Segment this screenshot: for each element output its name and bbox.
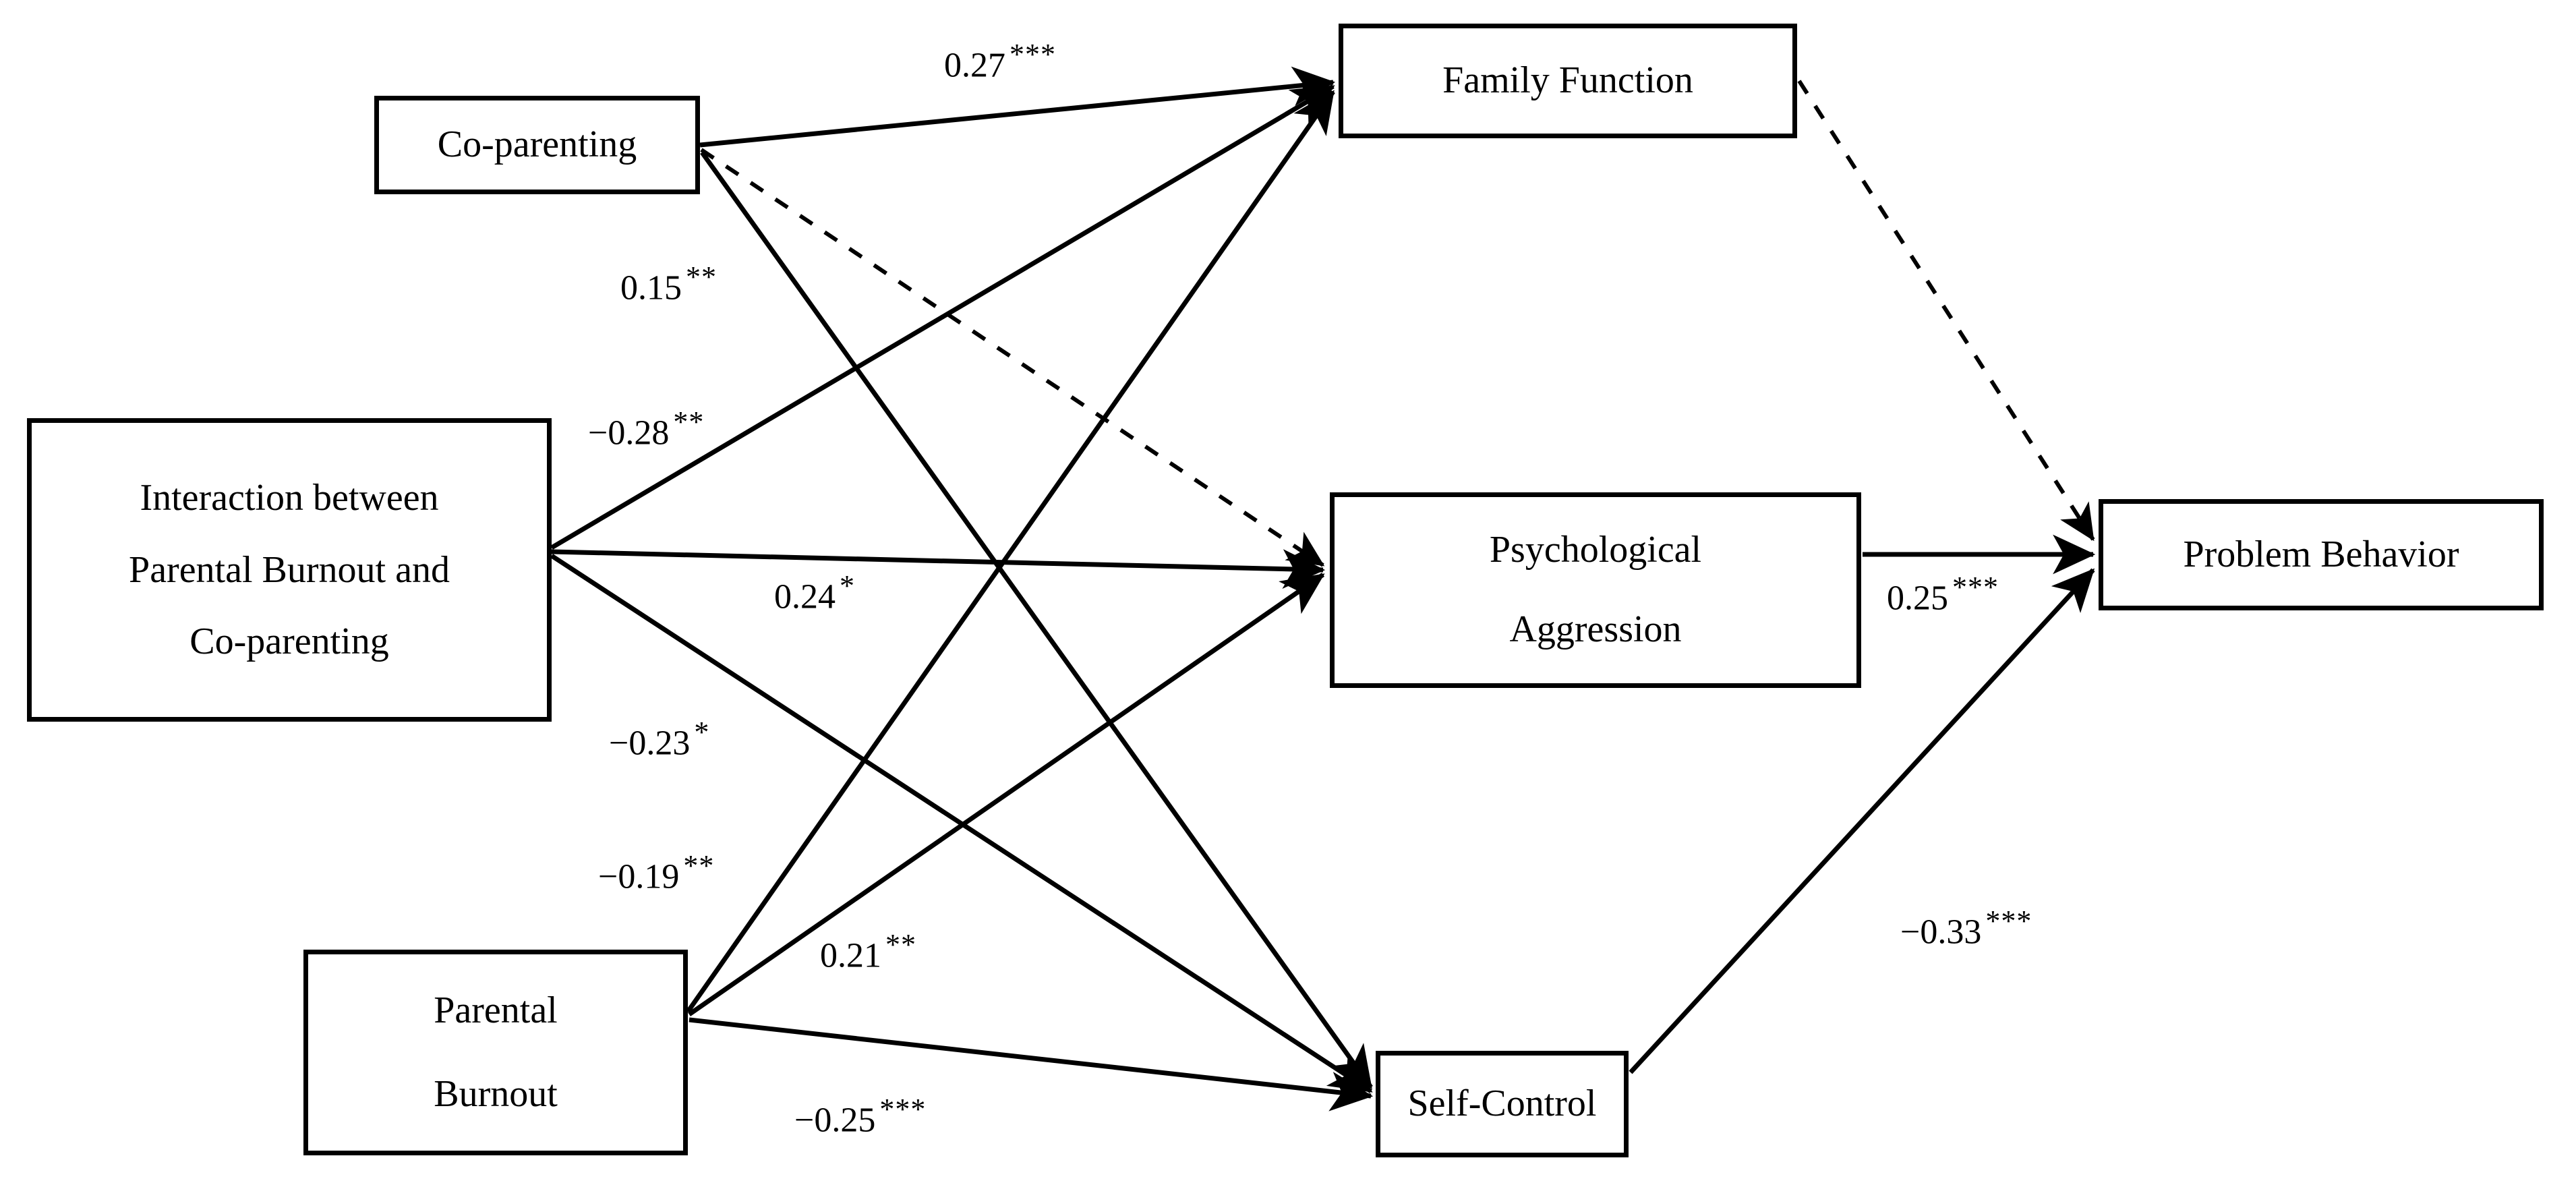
node-label-line-2: Parental Burnout and xyxy=(129,548,450,591)
significance-stars: * xyxy=(840,569,855,602)
node-problem-behavior[interactable]: Problem Behavior xyxy=(2099,499,2544,610)
edge-label-selfcontrol-to-problem-behavior: −0.33*** xyxy=(1900,904,2032,952)
edge-parentalburnout-to-family-function xyxy=(686,90,1335,1014)
coefficient-value: −0.33 xyxy=(1900,913,1982,952)
edge-label-coparenting-to-family-function: 0.27*** xyxy=(944,37,1056,85)
edge-coparenting-to-psychological-aggression xyxy=(700,148,1325,567)
node-label-line-1: Psychological xyxy=(1489,529,1702,571)
coefficient-value: −0.19 xyxy=(598,857,680,896)
node-label: Family Function xyxy=(1442,59,1693,102)
edge-coparenting-to-self-control xyxy=(700,150,1373,1089)
significance-stars: *** xyxy=(1952,571,1999,604)
significance-stars: *** xyxy=(1985,904,2032,937)
node-self-control[interactable]: Self-Control xyxy=(1376,1051,1629,1157)
edge-label-interaction-to-family-function: −0.28** xyxy=(588,405,704,453)
node-label-line-2: Burnout xyxy=(434,1072,558,1115)
edge-label-psychologicalaggression-to-problem-behavior: 0.25*** xyxy=(1887,570,1999,618)
coefficient-value: −0.23 xyxy=(609,724,691,763)
significance-stars: ** xyxy=(686,260,717,293)
node-family-function[interactable]: Family Function xyxy=(1339,24,1797,138)
significance-stars: ** xyxy=(683,849,715,882)
edge-label-parentalburnout-to-family-function: −0.19** xyxy=(598,848,714,896)
edge-label-interaction-to-self-control: −0.23* xyxy=(609,715,709,763)
coefficient-value: −0.25 xyxy=(794,1101,876,1140)
edge-coparenting-to-family-function xyxy=(699,66,1336,148)
significance-stars: ** xyxy=(673,405,705,438)
edge-label-coparenting-to-self-control: 0.15** xyxy=(620,260,717,308)
node-label: Self-Control xyxy=(1407,1083,1597,1125)
node-label-line-1: Parental xyxy=(434,989,558,1032)
node-psychological-aggression[interactable]: Psychological Aggression xyxy=(1330,492,1861,688)
coefficient-value: 0.24 xyxy=(774,577,836,616)
coefficient-value: 0.15 xyxy=(620,268,682,308)
node-label-line-3: Co-parenting xyxy=(189,621,389,663)
significance-stars: *** xyxy=(1009,38,1056,71)
node-label: Problem Behavior xyxy=(2183,533,2459,575)
edge-label-parentalburnout-to-self-control: −0.25*** xyxy=(794,1092,926,1140)
node-label-line-2: Aggression xyxy=(1509,608,1682,650)
coefficient-value: −0.28 xyxy=(588,413,670,453)
edge-interaction-to-psychological-aggression xyxy=(551,549,1326,589)
coefficient-value: 0.25 xyxy=(1887,579,1948,618)
significance-stars: ** xyxy=(885,928,916,961)
node-interaction[interactable]: Interaction between Parental Burnout and… xyxy=(27,418,552,722)
coefficient-value: 0.27 xyxy=(944,46,1005,85)
significance-stars: * xyxy=(694,716,710,749)
edge-selfcontrol-to-problem-behavior xyxy=(1629,568,2095,1074)
node-co-parenting[interactable]: Co-parenting xyxy=(374,96,700,194)
edge-parentalburnout-to-psychological-aggression xyxy=(688,573,1325,1016)
edge-familyfunction-to-problem-behavior xyxy=(1797,80,2095,542)
edge-interaction-to-family-function xyxy=(550,84,1335,550)
edge-parentalburnout-to-self-control xyxy=(689,1017,1374,1112)
edge-label-parentalburnout-to-psychological-aggression: 0.21** xyxy=(820,927,916,975)
node-label: Co-parenting xyxy=(437,123,637,166)
significance-stars: *** xyxy=(879,1093,927,1126)
coefficient-value: 0.21 xyxy=(820,936,881,975)
edge-label-interaction-to-psychological-aggression: 0.24* xyxy=(774,569,855,616)
node-parental-burnout[interactable]: Parental Burnout xyxy=(303,950,688,1155)
node-label-line-1: Interaction between xyxy=(140,477,439,519)
